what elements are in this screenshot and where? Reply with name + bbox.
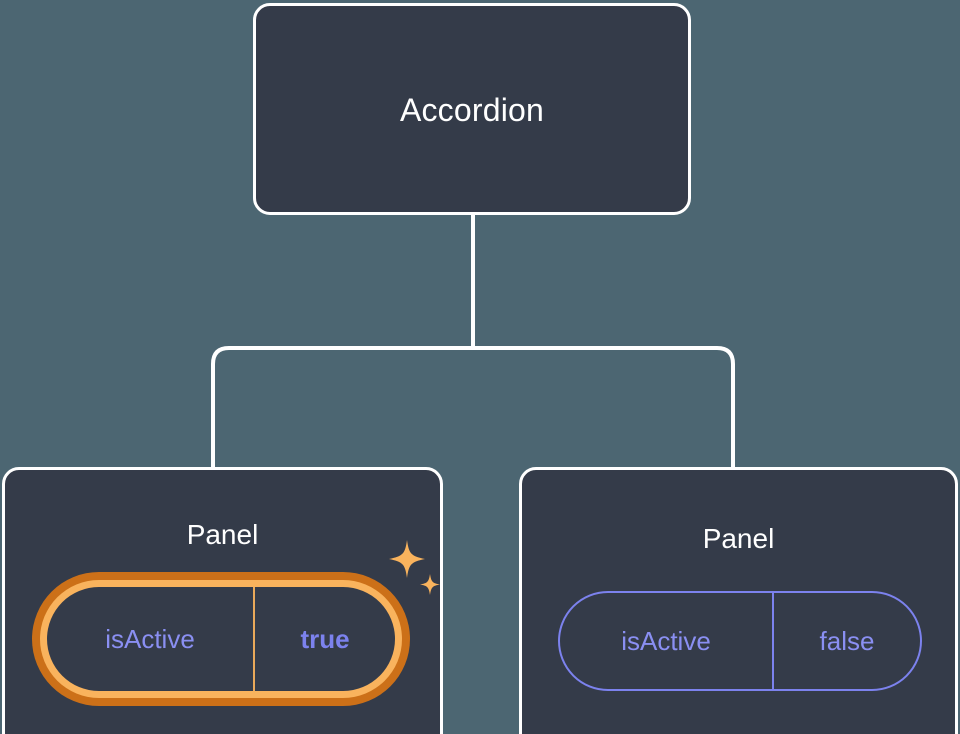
node-panel-active-label: Panel: [186, 519, 259, 550]
pill-body: isActive true: [47, 587, 395, 691]
node-panel-inactive-label: Panel: [702, 523, 775, 554]
edge-split-bar: [211, 346, 735, 467]
highlight-ring-inner: isActive true: [40, 580, 402, 698]
prop-value-false: false: [772, 593, 920, 689]
node-accordion-label: Accordion: [399, 92, 545, 128]
prop-value-true: true: [253, 587, 395, 691]
prop-pill-isactive-false[interactable]: isActive false: [558, 591, 922, 691]
prop-pill-isactive-true[interactable]: isActive true: [32, 572, 410, 706]
prop-key-isactive: isActive: [621, 626, 711, 656]
node-accordion[interactable]: Accordion: [253, 3, 691, 215]
prop-key-isactive: isActive: [105, 624, 195, 654]
